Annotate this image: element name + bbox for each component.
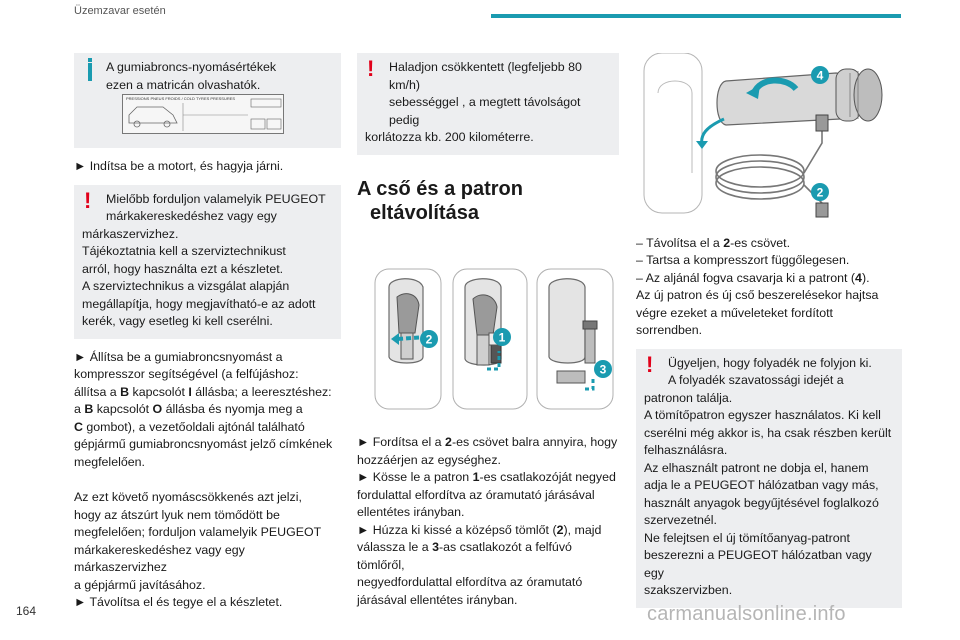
section-title: A cső és a patron eltávolítása xyxy=(357,177,619,225)
column-middle: ! Haladjon csökkentett (legfeljebb 80 km… xyxy=(357,53,619,609)
text-line: A folyadék szavatossági idejét a xyxy=(668,373,844,387)
text-line: megfelelően. xyxy=(74,454,145,469)
text-line: ► Állítsa be a gumiabroncsnyomást a xyxy=(74,349,283,364)
cartridge-warning-box: ! Ügyeljen, hogy folyadék ne folyjon ki.… xyxy=(636,348,902,608)
hose-removal-steps: ► Fordítsa el a 2-es csövet balra annyir… xyxy=(357,434,619,609)
step-start-engine: ► Indítsa be a motort, és hagyja járni. xyxy=(74,159,284,173)
text-line: használt anyagok begyűjtésével foglalkoz… xyxy=(644,495,879,510)
header-rule xyxy=(491,14,901,18)
text-line: negyedfordulattal elfordítva az óramutat… xyxy=(357,575,583,589)
page-header-title: Üzemzavar esetén xyxy=(74,5,166,17)
callout-2-label: 2 xyxy=(426,332,433,346)
text-line: járásával ellentétes irányban. xyxy=(357,592,518,607)
tyre-pressure-label-text: PRESSIONS PNEUS FROIDS / COLD TYRES PRES… xyxy=(126,96,236,101)
text-line: kerék, vagy esetleg ki kell cserélni. xyxy=(82,314,273,328)
page-number: 164 xyxy=(16,604,37,618)
text-line: Az elhasznált patront ne dobja el, hanem xyxy=(644,460,869,475)
text-line: márkaszervizhez. xyxy=(82,226,179,241)
warning-icon: ! xyxy=(646,351,654,377)
callout-4-badge: 4 xyxy=(811,66,829,84)
speed-warning-text: Haladjon csökkentett (legfeljebb 80 km/h… xyxy=(365,59,611,147)
section-title-line2: eltávolítása xyxy=(370,201,479,224)
text-line: kompresszor segítségével (a felfújáshoz: xyxy=(74,367,299,381)
tyre-pressure-label-image: PRESSIONS PNEUS FROIDS / COLD TYRES PRES… xyxy=(122,94,284,134)
cartridge-removal-steps: – Távolítsa el a 2-es csövet. – Tartsa a … xyxy=(636,235,902,340)
panel-disconnect-inflation-hose xyxy=(536,268,614,409)
text-line: végre ezeket a műveleteket fordított sor… xyxy=(636,305,833,338)
text-line: hogy az átszúrt lyuk nem tömődött be xyxy=(74,507,280,522)
text-line: patronon találja. xyxy=(644,390,733,405)
text-line: szakszervizben. xyxy=(644,583,733,597)
text-line: a B kapcsolót O állásba és nyomja meg a xyxy=(74,402,303,416)
text-line: A szerviztechnikus a vizsgálat alapján xyxy=(82,279,290,293)
info-note-text: A gumiabroncs-nyomásértékek ezen a matri… xyxy=(106,60,277,92)
text-line: ellentétes irányban. xyxy=(357,505,465,519)
watermark: carmanualsonline.info xyxy=(647,603,846,625)
text-line: a gépjármű javításához. xyxy=(74,577,206,592)
text-line: arról, hogy használta ezt a készletet. xyxy=(82,261,284,276)
text-line: – Távolítsa el a 2-es csövet. xyxy=(636,235,791,250)
text-line: Haladjon csökkentett (legfeljebb 80 km/h… xyxy=(389,60,582,92)
text-line: – Tartsa a kompresszort függőlegesen. xyxy=(636,253,850,267)
text-line: Ügyeljen, hogy folyadék ne folyjon ki. xyxy=(668,355,872,370)
callout-3-badge: 3 xyxy=(594,359,612,378)
text-line: Az új patron és új cső beszerelésekor ha… xyxy=(636,288,879,302)
section-title-line1: A cső és a patron xyxy=(357,177,523,200)
text-line: A tömítőpatron egyszer használatos. Ki k… xyxy=(644,408,881,422)
text-line: Ne felejtsen el új tömítőanyag-patront xyxy=(644,530,850,545)
text-line: szervezetnél. xyxy=(644,513,718,527)
text-line: ► Fordítsa el a 2-es csövet balra annyir… xyxy=(357,435,618,449)
text-line: Az ezt követő nyomáscsökkenés azt jelzi, xyxy=(74,490,302,504)
callout-1-label: 1 xyxy=(499,330,506,344)
hose-coil xyxy=(715,129,823,204)
info-note-box: A gumiabroncs-nyomásértékek ezen a matri… xyxy=(74,53,341,148)
panel-disconnect-cartridge xyxy=(452,268,528,409)
text-line: ► Kösse le a patron 1-es csatlakozóját n… xyxy=(357,470,616,484)
callout-2-badge-b: 2 xyxy=(811,183,829,201)
text-line: Mielőbb forduljon valamelyik PEUGEOT xyxy=(106,191,326,206)
panel-rotate-hose xyxy=(374,268,442,409)
adjust-pressure-text: ► Állítsa be a gumiabroncsnyomást a kompr… xyxy=(74,349,341,472)
text-line: felhasználásra. xyxy=(644,443,728,457)
text-line: állítsa a B kapcsolót I állásba; a leere… xyxy=(74,384,332,399)
cartridge-removal-illustration: 4 2 xyxy=(643,52,883,218)
callout-2-badge: 2 xyxy=(420,329,438,348)
text-line: korlátozza kb. 200 kilométerre. xyxy=(365,130,534,144)
text-line: megfelelően; forduljon valamelyik PEUGEO… xyxy=(74,525,322,539)
column-left: A gumiabroncs-nyomásértékek ezen a matri… xyxy=(74,53,341,612)
text-line: C gombot), a vezetőoldali ajtónál találh… xyxy=(74,419,305,434)
callout-1-badge: 1 xyxy=(493,327,511,346)
callout-3-label: 3 xyxy=(600,362,607,376)
text-line: cserélni még akkor is, ha csak részben k… xyxy=(644,425,892,440)
text-line: – Az aljánál fogva csavarja ki a patront… xyxy=(636,270,870,285)
text-line: márkakereskedéshez vagy egy xyxy=(106,209,277,223)
text-line: gépjármű gumiabroncsnyomást jelző címkén… xyxy=(74,437,333,451)
info-icon-dot xyxy=(88,58,92,62)
cartridge xyxy=(716,68,883,126)
warning-box-service: ! Mielőbb forduljon valamelyik PEUGEOT má… xyxy=(74,184,341,339)
tyre-label-drawing xyxy=(128,98,282,131)
callout-4-label: 4 xyxy=(817,69,824,83)
warning-service-text: Mielőbb forduljon valamelyik PEUGEOT márk… xyxy=(82,191,333,331)
text-line: sebességgel , a megtett távolságot pedig xyxy=(389,95,581,127)
hose-removal-illustration: 2 1 3 xyxy=(357,246,619,415)
text-line: márkakereskedéshez vagy egy márkaszerviz… xyxy=(74,542,245,575)
info-icon xyxy=(88,63,92,81)
pressure-drop-text: Az ezt követő nyomáscsökkenés azt jelzi,… xyxy=(74,489,341,612)
text-line: megállapítja, hogy megjavítható-e az ado… xyxy=(82,296,316,311)
speed-warning-box: ! Haladjon csökkentett (legfeljebb 80 km… xyxy=(357,53,619,155)
text-line: hozzáérjen az egységhez. xyxy=(357,452,501,467)
column-right: 4 2 – Távolítsa el a 2-es csövet. – Tarts… xyxy=(636,52,902,608)
warning-icon: ! xyxy=(367,56,375,81)
text-line: fordulattal elfordítva az óramutató járá… xyxy=(357,487,595,502)
text-line: adja le a PEUGEOT hálózatban vagy más, xyxy=(644,478,879,492)
text-line: ► Távolítsa el és tegye el a készletet. xyxy=(74,595,283,609)
text-line: válassza le a 3-as csatlakozót a felfúvó… xyxy=(357,540,572,572)
cartridge-warning-text: Ügyeljen, hogy folyadék ne folyjon ki. A … xyxy=(644,355,894,600)
text-line: ► Húzza ki kissé a középső tömlőt (2), m… xyxy=(357,522,602,537)
warning-icon: ! xyxy=(84,187,92,213)
text-line: beszerezni a PEUGEOT hálózatban vagy egy xyxy=(644,548,872,580)
callout-2-label-b: 2 xyxy=(817,186,824,200)
text-line: Tájékoztatnia kell a szerviztechnikust xyxy=(82,244,286,258)
